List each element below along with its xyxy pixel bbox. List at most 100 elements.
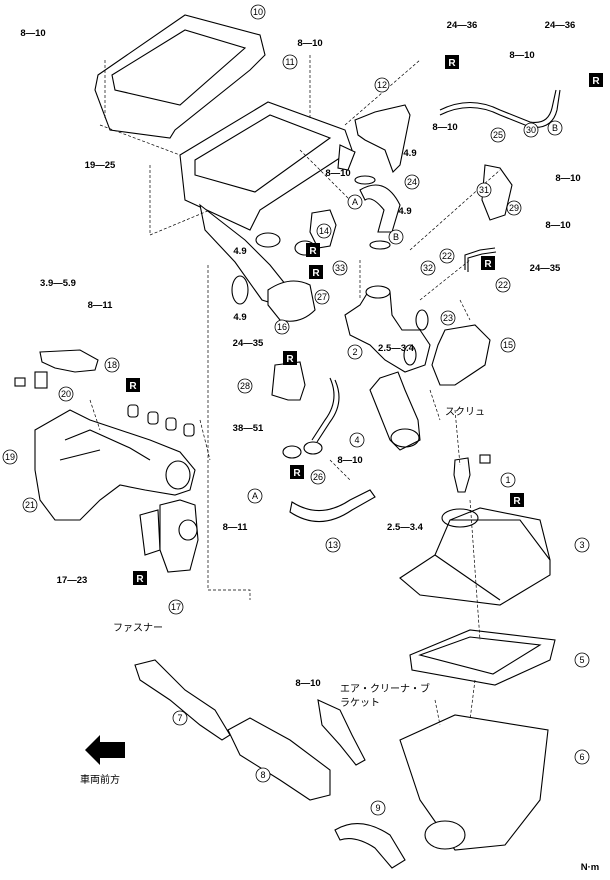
- badge-background: [290, 465, 304, 479]
- part-number: 12: [377, 80, 387, 90]
- replace-part-badge: R: [309, 265, 323, 279]
- torque-spec: 8—10: [20, 28, 45, 39]
- callout-circle: [255, 767, 271, 783]
- screw-note: スクリュ: [445, 406, 485, 418]
- intake-manifold: [34, 409, 196, 521]
- part-number: 31: [479, 185, 489, 195]
- callout-circle: [22, 497, 38, 513]
- part-number-callout: 5: [574, 652, 590, 668]
- part-number: 5: [579, 655, 584, 665]
- torque-spec: 19—25: [85, 160, 116, 171]
- part-number: 3: [579, 540, 584, 550]
- turbocharger: [344, 291, 431, 373]
- part-number: 8: [260, 770, 265, 780]
- bracket-12: [354, 104, 411, 173]
- callout-circle: [237, 378, 253, 394]
- badge-letter: R: [484, 259, 492, 270]
- callout-circle: [168, 599, 184, 615]
- callout-circle: [347, 194, 363, 210]
- badge-letter: R: [309, 246, 317, 257]
- replace-part-badge: R: [133, 571, 147, 585]
- part-number-callout: 9: [370, 800, 386, 816]
- part-number-callout: A: [247, 488, 263, 504]
- part-number: 16: [277, 322, 287, 332]
- torque-spec: 4.9: [403, 148, 416, 159]
- part-number: B: [393, 232, 399, 242]
- part-number-callout: 4: [349, 432, 365, 448]
- torque-spec: 4.9: [233, 312, 246, 323]
- torque-spec: 8—10: [432, 122, 457, 133]
- air-filter: [409, 629, 556, 686]
- part-15: [431, 324, 491, 386]
- callout-circle: [316, 223, 332, 239]
- part-number-callout: 17: [168, 599, 184, 615]
- part-number: 19: [5, 452, 15, 462]
- callout-circle: [495, 277, 511, 293]
- callout-circle: [349, 432, 365, 448]
- part-number: 7: [177, 713, 182, 723]
- callout-circle: [574, 652, 590, 668]
- pipe-30: [439, 89, 557, 123]
- part-number: 25: [493, 130, 503, 140]
- part-number: 21: [25, 500, 35, 510]
- part-number-callout: 3: [574, 537, 590, 553]
- callout-circle: [506, 200, 522, 216]
- part-number: 30: [526, 125, 536, 135]
- badge-letter: R: [448, 58, 456, 69]
- callout-circle: [250, 4, 266, 20]
- air-cleaner-bracket: [317, 699, 366, 766]
- torque-spec: 4.9: [233, 246, 246, 257]
- replace-part-badge: R: [306, 243, 320, 257]
- callout-circle: [58, 386, 74, 402]
- torque-spec: 17—23: [57, 575, 88, 586]
- callout-circle: [404, 174, 420, 190]
- bracket-28: [271, 361, 306, 401]
- part-number: 23: [443, 313, 453, 323]
- part-number-callout: 30: [523, 122, 539, 138]
- part-number: A: [252, 491, 258, 501]
- air-cleaner-case: [399, 714, 549, 851]
- badge-background: [133, 571, 147, 585]
- part-number: 14: [319, 226, 329, 236]
- part-number: 32: [423, 263, 433, 273]
- hose-16: [267, 280, 316, 322]
- part-number-callout: 22: [439, 248, 455, 264]
- hose-9: [334, 823, 406, 869]
- callout-circle: [523, 122, 539, 138]
- part-number-callout: 21: [22, 497, 38, 513]
- part-number-callout: 26: [310, 469, 326, 485]
- bracket-note: エア・クリーナ・ブ: [340, 682, 430, 695]
- replace-part-badge: R: [589, 73, 603, 87]
- badge-background: [589, 73, 603, 87]
- intercooler: [179, 101, 353, 231]
- callout-circle: [500, 337, 516, 353]
- callout-circle: [439, 248, 455, 264]
- air-duct-7: [134, 659, 231, 741]
- badge-letter: R: [286, 354, 294, 365]
- replace-part-badge: R: [445, 55, 459, 69]
- part-number-callout: 18: [104, 357, 120, 373]
- replace-part-badge: R: [481, 256, 495, 270]
- badge-background: [306, 243, 320, 257]
- callout-circle: [440, 310, 456, 326]
- part-number: 2: [352, 347, 357, 357]
- hose-13: [289, 489, 376, 523]
- part-number: 33: [335, 263, 345, 273]
- torque-spec: 2.5—3.4: [387, 522, 424, 533]
- replace-part-badge: R: [510, 493, 524, 507]
- part-number: 4: [354, 435, 359, 445]
- part-number: 20: [61, 389, 71, 399]
- badge-background: [481, 256, 495, 270]
- part-number-callout: 28: [237, 378, 253, 394]
- callout-circle: [388, 229, 404, 245]
- callout-circle: [247, 488, 263, 504]
- part-number-callout: 33: [332, 260, 348, 276]
- callout-circle: [172, 710, 188, 726]
- part-number-callout: B: [547, 120, 563, 136]
- badge-letter: R: [513, 496, 521, 507]
- vehicle-front-label: 車両前方: [80, 773, 120, 786]
- badge-letter: R: [136, 574, 144, 585]
- torque-spec: 38—51: [233, 423, 264, 434]
